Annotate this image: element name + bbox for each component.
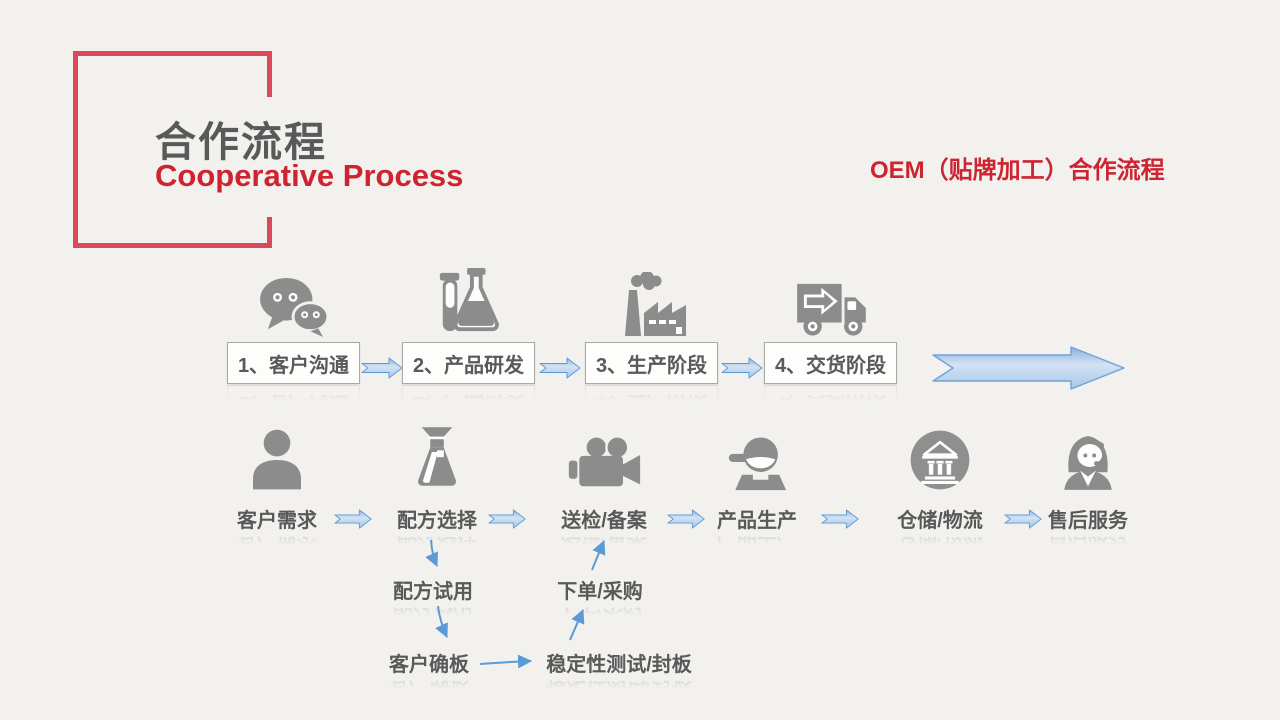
big-right-arrow [932,346,1125,390]
formula-flask-icon [408,420,466,492]
step-arrow-5 [1004,509,1042,529]
customer-person-icon [248,420,306,492]
step-label-3: 送检/备案 [561,510,647,532]
stage-product-rnd: 2、产品研发 [402,264,535,384]
delivery-truck-icon [791,264,871,338]
step-warehouse-logistics: 仓储/物流 [860,420,1020,533]
page-title: 合作流程 [155,119,327,165]
step-arrow-3 [667,509,705,529]
stage-arrow-1 [361,357,403,379]
step-arrow-2 [488,509,526,529]
production-worker-icon [724,420,790,492]
stage-arrow-3 [721,357,763,379]
video-camera-icon [566,420,642,492]
stage-box-4: 4、交货阶段 [764,342,897,384]
title-frame [73,51,272,248]
step-inspection-filing: 送检/备案 [524,420,684,533]
stage-label-3: 3、生产阶段 [595,354,708,377]
stage-box-2: 2、产品研发 [402,342,535,384]
step-formula-selection: 配方选择 [357,420,517,533]
step-label-5: 仓储/物流 [897,510,983,532]
oem-header-label: OEM（贴牌加工）合作流程 [870,157,1165,184]
step-product-production: 产品生产 [677,420,837,533]
warehouse-bank-icon [908,420,972,492]
branch-label-order-purchase: 下单/采购 [557,581,643,603]
customer-service-icon [1058,420,1118,492]
stage-production-phase: 3、生产阶段 [585,264,718,384]
branch-label-customer-confirm: 客户确板 [389,654,469,676]
stage-delivery-phase: 4、交货阶段 [764,264,897,384]
stage-label-4: 4、交货阶段 [774,354,887,377]
stage-label-1: 1、客户沟通 [237,354,350,377]
step-label-4: 产品生产 [717,510,797,532]
stage-box-1: 1、客户沟通 [227,342,360,384]
stage-label-2: 2、产品研发 [412,354,525,377]
lab-flask-icon [434,264,504,338]
step-label-1: 客户需求 [237,510,317,532]
stage-customer-communication: 1、客户沟通 [227,264,360,384]
stage-box-3: 3、生产阶段 [585,342,718,384]
step-label-6: 售后服务 [1048,510,1128,532]
branch-label-stability-test: 稳定性测试/封板 [546,654,692,676]
step-arrow-1 [334,509,372,529]
step-customer-needs: 客户需求 [197,420,357,533]
step-after-sales-service: 售后服务 [1008,420,1168,533]
step-arrow-4 [821,509,859,529]
wechat-chat-icon [257,264,331,338]
factory-icon [616,264,688,338]
branch-label-formula-trial: 配方试用 [393,581,473,603]
step-label-2: 配方选择 [397,510,477,532]
page-subtitle: Cooperative Process [155,158,464,193]
stage-arrow-2 [539,357,581,379]
